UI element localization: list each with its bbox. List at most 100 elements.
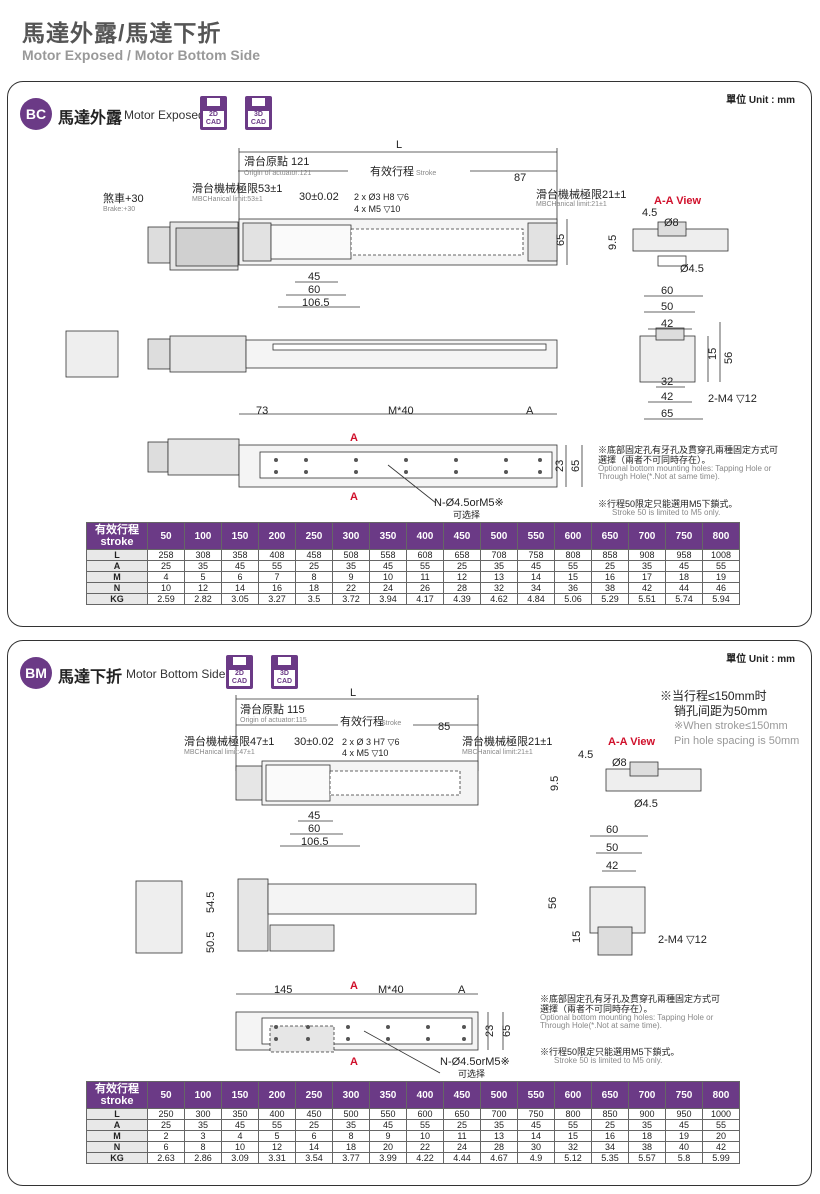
bm-dim-85: 85 <box>438 721 450 733</box>
bc-end-65: 65 <box>661 408 673 420</box>
table-cell: 25 <box>147 560 185 572</box>
table-cell: 55 <box>702 560 740 572</box>
bm-end-m4: 2-M4 ▽12 <box>658 934 707 946</box>
bm-end-42: 42 <box>606 860 618 872</box>
bc-badge: BC <box>20 98 52 130</box>
bm-badge: BM <box>20 657 52 689</box>
bm-bot-145: 145 <box>274 984 292 996</box>
table-cell: 35 <box>480 560 518 572</box>
bc-aa-95: 9.5 <box>607 235 619 250</box>
table-cell: 55 <box>702 1119 740 1131</box>
bc-aa-45: 4.5 <box>642 207 657 219</box>
table-cell: 30 <box>517 1141 555 1153</box>
bc-bot-n: N-Ø4.5orM5※ <box>434 497 504 509</box>
table-cell: 808 <box>554 549 592 561</box>
table-cell: 14 <box>517 1130 555 1142</box>
bc-origin-en: Origin of actuator:121 <box>244 170 311 177</box>
table-cell: 38 <box>591 582 629 594</box>
table-cell: 350 <box>221 1108 259 1120</box>
table-cell: 458 <box>295 549 333 561</box>
table-cell: 5.51 <box>628 593 666 605</box>
table-cell: 45 <box>369 1119 407 1131</box>
table-cell: 25 <box>295 1119 333 1131</box>
table-cell: 32 <box>554 1141 592 1153</box>
bc-origin-label: 滑台原點 121 <box>244 154 309 168</box>
table-cell: 25 <box>295 560 333 572</box>
table-cell: 22 <box>406 1141 444 1153</box>
bm-hole-spec-2: 4 x M5 ▽10 <box>342 748 388 758</box>
table-cell: 3.54 <box>295 1152 333 1164</box>
bm-dim-45: 45 <box>308 810 320 822</box>
table-cell: 17 <box>628 571 666 583</box>
bm-aa-95: 9.5 <box>549 776 561 791</box>
table-cell: 55 <box>258 1119 296 1131</box>
table-cell: 558 <box>369 549 407 561</box>
table-cell: 3.77 <box>332 1152 370 1164</box>
bc-aa-view-label: A-A View <box>654 195 702 207</box>
table-cell: 250 <box>147 1108 185 1120</box>
table-cell: 3.99 <box>369 1152 407 1164</box>
table-cell: 7 <box>258 571 296 583</box>
table-cell: 12 <box>443 571 481 583</box>
bm-aa-d45: Ø4.5 <box>634 798 658 810</box>
bm-aa-8: Ø8 <box>612 757 627 769</box>
table-cell: 4.44 <box>443 1152 481 1164</box>
table-cell: 25 <box>147 1119 185 1131</box>
bm-mount-note: ※底部固定孔有牙孔及貫穿孔兩種固定方式可選擇（兩者不可同時存在）。 Option… <box>540 994 721 1030</box>
table-cell: 2.86 <box>184 1152 222 1164</box>
table-cell: 12 <box>258 1141 296 1153</box>
table-cell: 42 <box>702 1141 740 1153</box>
table-cell: 408 <box>258 549 296 561</box>
bm-bot-a-red-bottom: A <box>350 1056 358 1068</box>
table-cell: 9 <box>369 1130 407 1142</box>
row-header: M <box>86 1130 148 1142</box>
bc-title-en: Motor Exposed <box>124 108 205 122</box>
table-cell: 25 <box>443 1119 481 1131</box>
bc-end-56: 56 <box>723 352 735 364</box>
table-cell: 3.31 <box>258 1152 296 1164</box>
bm-title-en: Motor Bottom Side <box>126 667 226 681</box>
bc-dim-87: 87 <box>514 172 526 184</box>
bm-aa-45: 4.5 <box>578 749 593 761</box>
table-cell: 24 <box>369 582 407 594</box>
table-cell: 508 <box>332 549 370 561</box>
table-cell: 25 <box>591 560 629 572</box>
table-cell: 4.9 <box>517 1152 555 1164</box>
table-cell: 45 <box>517 1119 555 1131</box>
table-cell: 16 <box>591 571 629 583</box>
table-cell: 40 <box>665 1141 703 1153</box>
bc-hole-spec-2: 4 x M5 ▽10 <box>354 204 400 214</box>
bc-stroke-en: Stroke <box>416 170 436 177</box>
bm-stroke-note: ※行程50限定只能選用M5下鎖式。 Stroke 50 is limited t… <box>540 1047 680 1065</box>
bm-bot-m40: M*40 <box>378 984 404 996</box>
table-cell: 4.17 <box>406 593 444 605</box>
table-cell: 45 <box>665 560 703 572</box>
bm-pin-note: ※当行程≤150mm时 销孔间距为50mm ※When stroke≤150mm… <box>660 689 800 747</box>
table-cell: 18 <box>332 1141 370 1153</box>
table-cell: 55 <box>406 560 444 572</box>
table-cell: 46 <box>702 582 740 594</box>
table-cell: 4 <box>221 1130 259 1142</box>
table-cell: 400 <box>258 1108 296 1120</box>
table-cell: 18 <box>665 571 703 583</box>
bm-dim-60: 60 <box>308 823 320 835</box>
table-cell: 12 <box>184 582 222 594</box>
table-cell: 26 <box>406 582 444 594</box>
table-cell: 44 <box>665 582 703 594</box>
table-cell: 34 <box>591 1141 629 1153</box>
bm-bot-n-sub: 可选择 <box>458 1068 485 1079</box>
bc-end-42: 42 <box>661 318 673 330</box>
table-cell: 4.22 <box>406 1152 444 1164</box>
table-cell: 10 <box>221 1141 259 1153</box>
table-cell: 18 <box>628 1130 666 1142</box>
bc-bot-73: 73 <box>256 405 268 417</box>
row-header: L <box>86 1108 148 1120</box>
